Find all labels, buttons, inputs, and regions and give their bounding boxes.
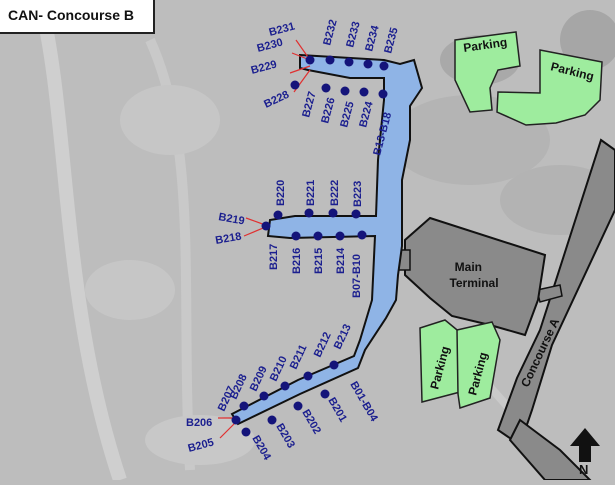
gate-b07-b10: B07-B10	[351, 254, 363, 298]
parking-lot-1	[454, 31, 521, 113]
gate-b222: B222	[329, 180, 341, 206]
parking-lot-2	[496, 49, 603, 126]
parking-label-1: Parking	[462, 35, 508, 55]
parking-lot-4	[456, 321, 501, 409]
gate-b215: B215	[313, 248, 325, 274]
north-label: N	[579, 462, 588, 477]
north-arrow-icon	[570, 428, 600, 462]
gate-b219: B219	[217, 211, 245, 227]
north-arrow: N	[570, 428, 600, 477]
gate-b214: B214	[335, 247, 347, 274]
gate-b217: B217	[268, 244, 280, 270]
gate-b221: B221	[305, 180, 317, 206]
gate-b220: B220	[275, 180, 287, 206]
gate-b218: B218	[214, 231, 242, 247]
gate-b206: B206	[186, 417, 212, 429]
gate-b216: B216	[291, 248, 303, 274]
gate-b223: B223	[352, 181, 364, 207]
main-terminal-label: Main Terminal	[449, 260, 498, 290]
gate-markers	[231, 55, 389, 437]
map-title: CAN- Concourse B	[0, 0, 155, 34]
